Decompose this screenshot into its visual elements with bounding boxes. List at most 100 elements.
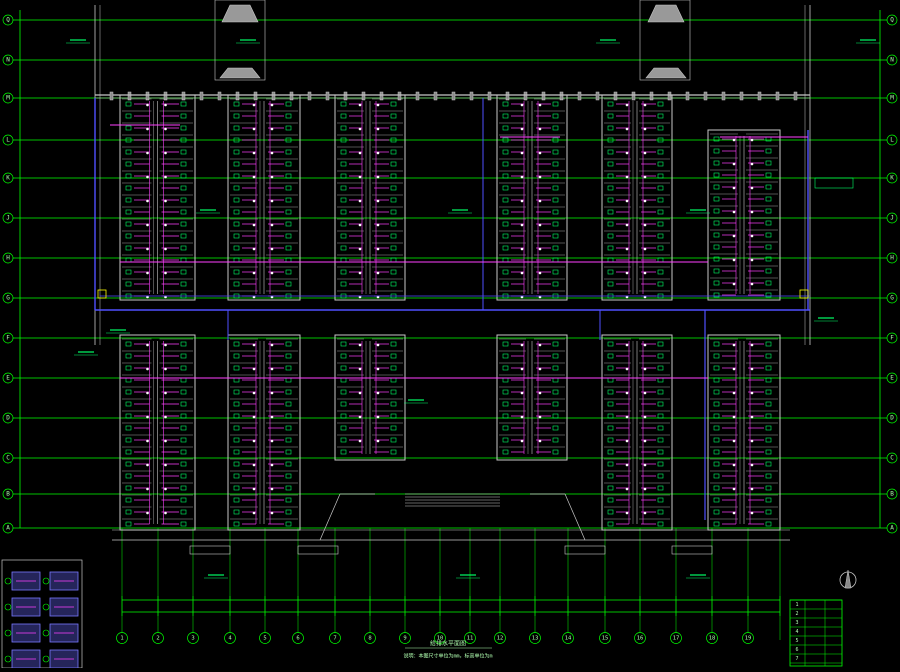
central-opening-wing xyxy=(564,493,586,541)
riser-point xyxy=(732,439,736,443)
axis-label-left: E xyxy=(6,375,10,382)
riser-point xyxy=(538,391,542,395)
fixture-mark xyxy=(713,244,720,250)
fixture-mark xyxy=(765,449,772,455)
valve-symbol xyxy=(97,289,107,299)
fixture-mark xyxy=(233,125,240,131)
fixture-mark xyxy=(607,449,614,455)
axis-label-right: L xyxy=(890,137,894,144)
fixture-mark xyxy=(233,269,240,275)
fixture-mark xyxy=(765,268,772,274)
fixture-mark xyxy=(552,269,559,275)
fixture-mark xyxy=(657,341,664,347)
column xyxy=(217,91,222,101)
fixture-mark xyxy=(285,185,292,191)
fixture-mark xyxy=(502,389,509,395)
riser-point xyxy=(538,271,542,275)
column xyxy=(451,91,456,101)
riser-point xyxy=(252,439,256,443)
fixture-mark xyxy=(285,497,292,503)
riser-point xyxy=(732,234,736,238)
fixture-mark xyxy=(390,353,397,359)
axis-bubble-bottom xyxy=(562,632,574,644)
bottom-exit-box xyxy=(297,545,339,555)
riser-point xyxy=(252,127,256,131)
axis-label-bottom: 17 xyxy=(673,636,680,642)
axis-bubble-right xyxy=(886,212,898,224)
fixture-mark xyxy=(180,461,187,467)
fixture-mark xyxy=(180,221,187,227)
valve-symbol xyxy=(799,289,809,299)
column xyxy=(127,91,132,101)
column xyxy=(181,91,186,101)
fixture-mark xyxy=(552,197,559,203)
bottom-exit-box xyxy=(189,545,231,555)
riser-point xyxy=(270,151,274,155)
fixture-mark xyxy=(125,425,132,431)
fixture-mark xyxy=(233,185,240,191)
axis-bubble-left xyxy=(2,412,14,424)
dormitory-block xyxy=(707,129,781,301)
fixture-mark xyxy=(607,341,614,347)
riser-point xyxy=(252,367,256,371)
fixture-mark xyxy=(713,365,720,371)
fixture-mark xyxy=(765,280,772,286)
fixture-mark xyxy=(552,341,559,347)
riser-point xyxy=(252,343,256,347)
riser-point xyxy=(270,223,274,227)
fixture-mark xyxy=(713,413,720,419)
fixture-mark xyxy=(607,221,614,227)
fixture-mark xyxy=(765,220,772,226)
fixture-mark xyxy=(340,269,347,275)
fixture-mark xyxy=(285,149,292,155)
fixture-mark xyxy=(657,509,664,515)
fixture-mark xyxy=(340,173,347,179)
fixture-mark xyxy=(502,365,509,371)
fixture-mark xyxy=(285,197,292,203)
riser-point xyxy=(270,247,274,251)
riser-point xyxy=(164,511,167,515)
riser-point xyxy=(625,439,629,443)
axis-bubble-right xyxy=(886,452,898,464)
riser-point xyxy=(146,199,149,203)
fixture-mark xyxy=(713,160,720,166)
fixture-mark xyxy=(502,149,509,155)
riser-point xyxy=(643,175,647,179)
schedule-cell: 3 xyxy=(795,620,798,626)
riser-point xyxy=(520,175,524,179)
fixture-mark xyxy=(390,209,397,215)
fixture-mark xyxy=(390,161,397,167)
riser-point xyxy=(732,138,736,142)
fixture-mark xyxy=(285,461,292,467)
riser-point xyxy=(643,271,647,275)
fixture-mark xyxy=(765,377,772,383)
fixture-mark xyxy=(233,101,240,107)
fixture-mark xyxy=(125,389,132,395)
fixture-mark xyxy=(765,401,772,407)
axis-label-left: L xyxy=(6,137,10,144)
fixture-mark xyxy=(285,233,292,239)
fixture-mark xyxy=(340,437,347,443)
fixture-mark xyxy=(125,197,132,203)
riser-point xyxy=(538,127,542,131)
riser-point xyxy=(164,343,167,347)
column xyxy=(775,91,780,101)
column xyxy=(559,91,564,101)
riser-point xyxy=(164,103,167,107)
riser-point xyxy=(750,343,754,347)
fixture-mark xyxy=(285,389,292,395)
axis-bubble-right xyxy=(886,172,898,184)
riser-point xyxy=(164,151,167,155)
block-outline xyxy=(601,334,673,531)
column xyxy=(595,91,600,101)
dormitory-block xyxy=(601,334,673,531)
block-outline xyxy=(496,94,568,301)
riser-point xyxy=(252,391,256,395)
top-entrance-left xyxy=(214,0,266,81)
fixture-mark xyxy=(340,185,347,191)
fixture-mark xyxy=(657,173,664,179)
fixture-mark xyxy=(657,137,664,143)
axis-bubble-bottom xyxy=(152,632,164,644)
column xyxy=(721,91,726,101)
